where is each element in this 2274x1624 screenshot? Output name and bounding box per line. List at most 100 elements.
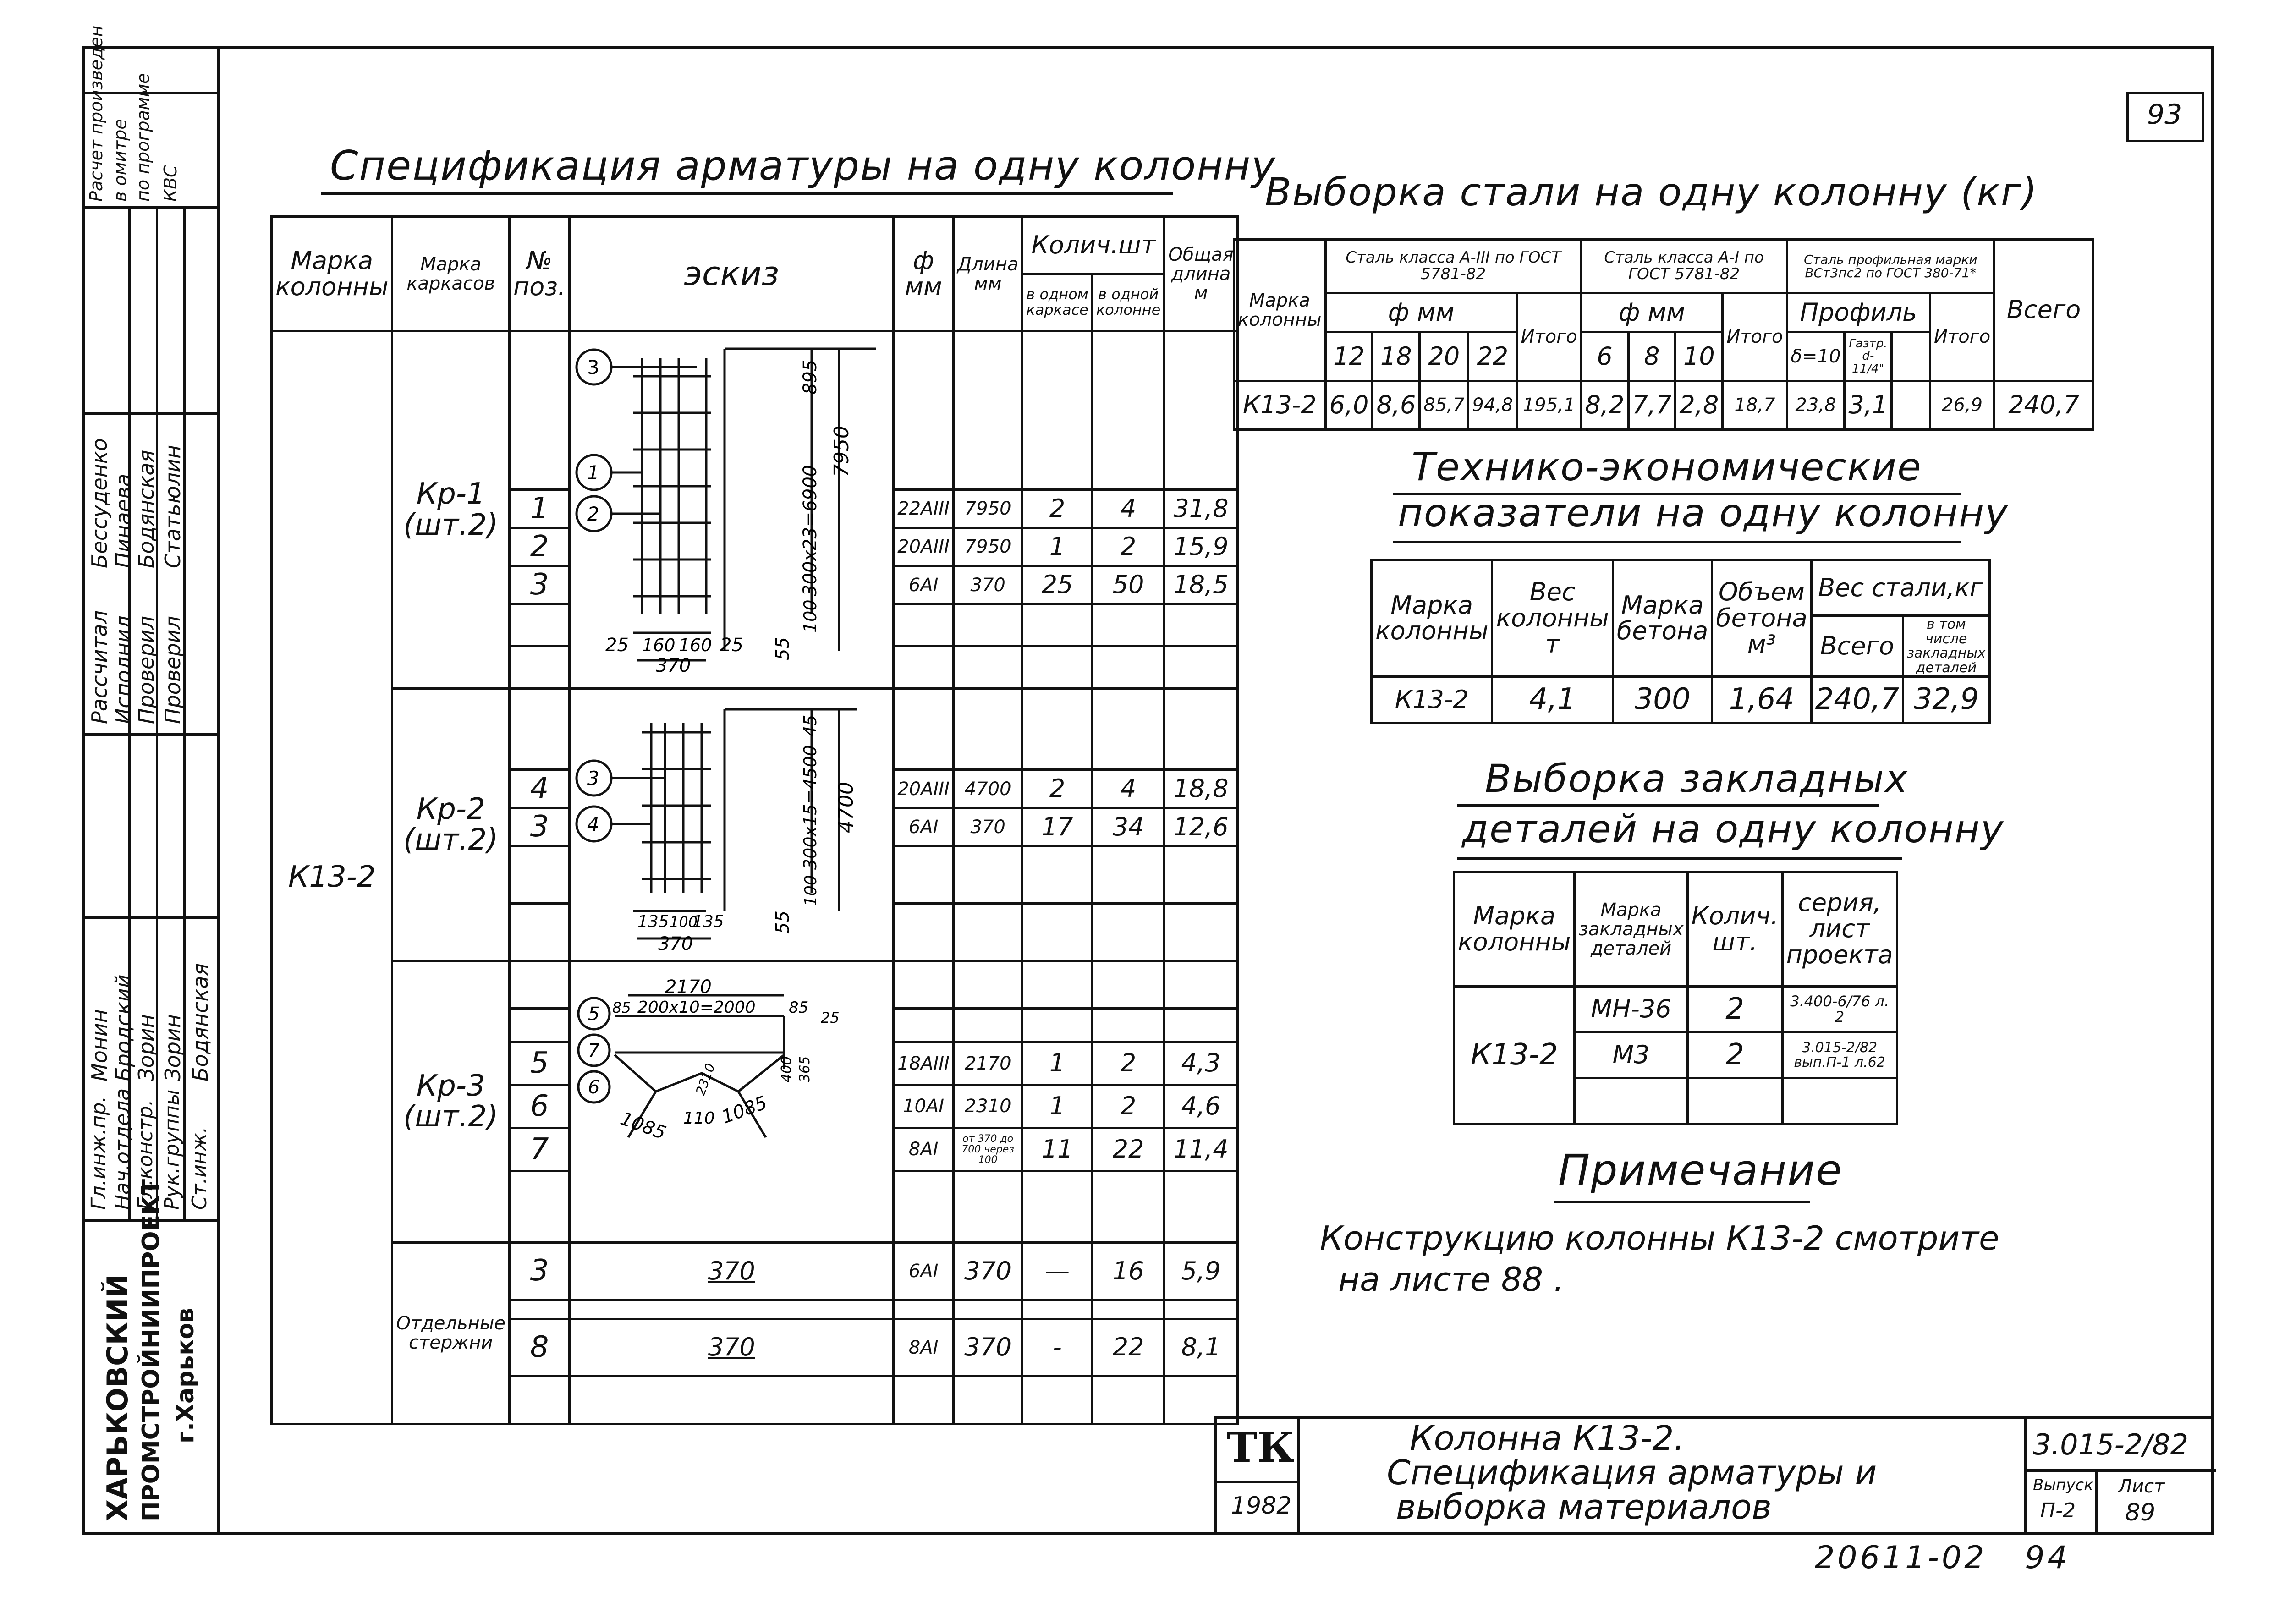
emb-h-mark: Марка колонны: [1452, 871, 1576, 988]
s3-h2: 365: [797, 1056, 813, 1082]
drawing-frame: [82, 46, 2214, 1535]
spec-h-colmark: Марка колонны: [270, 215, 394, 333]
s1-bot: 100: [800, 599, 820, 633]
role2-3: Проверил: [134, 616, 159, 724]
spec-len-2: 7950: [952, 527, 1024, 567]
spec-h-total: Общая длина м: [1163, 215, 1239, 333]
emb-mark-1: МН-36: [1573, 985, 1689, 1033]
spec-frame-kr1: Кр-1 (шт.2): [391, 330, 511, 690]
steel-v-1: 6,0: [1324, 379, 1374, 431]
tech-v-concrete: 300: [1611, 675, 1714, 724]
callout-3b-num: 3: [587, 767, 599, 790]
callout-7: [577, 1033, 611, 1067]
s3-top: 2170: [665, 977, 712, 998]
steel-h-d-12: 12: [1324, 331, 1374, 382]
spec-tot-7: 4,6: [1163, 1084, 1239, 1129]
tech-underline-2: [1393, 541, 1961, 543]
sidebar-title-block: ХАРЬКОВСКИЙ ПРОМСТРОЙНИИПРОЕКТ г.Харьков…: [82, 25, 220, 1535]
frame-kr2-label: Кр-2: [416, 792, 485, 826]
spec-tot-8: 11,4: [1163, 1126, 1239, 1172]
spec-sketch-kr1: 895 300x23=6900 7950 100 55 25 160 160 2…: [568, 330, 895, 690]
spec-tot-6: 4,3: [1163, 1041, 1239, 1086]
steel-v-5: 195,1: [1516, 379, 1582, 431]
emb-h-qty: Колич. шт.: [1686, 871, 1784, 988]
spec-qc-1: 4: [1091, 488, 1166, 529]
corner-sheet-number: 93: [2147, 99, 2182, 131]
spec-h-len: Длина мм: [952, 215, 1024, 333]
s1-e: 55: [772, 637, 793, 660]
steel-h-d3-total: Итого: [1928, 292, 1996, 382]
emb-qty-2: 2: [1686, 1031, 1784, 1079]
tech-title-1: Технико-экономические: [1412, 444, 1922, 489]
stamp-title-2: Спецификация арматуры и: [1387, 1453, 1877, 1492]
steel-h-d2-total: Итого: [1721, 292, 1788, 382]
callout-1: [575, 454, 613, 491]
emb-underline-1: [1457, 804, 1879, 807]
emb-ref-2: 3.015-2/82 вып.П-1 л.62: [1781, 1031, 1898, 1079]
callout-2: [575, 495, 613, 532]
s1-dim1: 300x23=6900: [800, 465, 821, 596]
sketch-kr2-svg: 45 300x15=4500 4700 100 55 135 100 135 3…: [575, 708, 858, 955]
callout-5-num: 5: [588, 1004, 599, 1025]
s2-b: 100: [670, 913, 698, 931]
s1-d: 25: [720, 635, 743, 656]
spec-sketch-kr3: 2170 200x10=2000 85 85 25 400 365 2310 1…: [568, 960, 895, 1244]
role-3: Гл.констр.: [134, 1099, 157, 1210]
top-note-4: КВС: [160, 165, 181, 202]
emb-title-1: Выборка закладных: [1485, 756, 1909, 801]
spec-qf-3: 25: [1021, 565, 1093, 605]
steel-h-d-22: 22: [1467, 331, 1518, 382]
footer-code: 20611-02 94: [1815, 1540, 2070, 1576]
top-note-1: Расчет произведен: [86, 25, 106, 202]
sketch-kr3-svg: 2170 200x10=2000 85 85 25 400 365 2310 1…: [577, 977, 840, 1144]
spec-qc-3: 50: [1091, 565, 1166, 605]
emb-underline-2: [1457, 857, 1902, 860]
name-5: Бодянская: [188, 963, 213, 1081]
tech-h-volume: Объем бетона м³: [1711, 559, 1813, 678]
callout-6-num: 6: [588, 1077, 599, 1098]
stamp-code: 3.015-2/82: [2033, 1428, 2189, 1461]
steel-h-p-3: [1890, 331, 1931, 382]
s3-x: 25: [821, 1009, 840, 1026]
tech-h-emb: в том числе закладных деталей: [1901, 614, 1991, 678]
spec-h-dia: ф мм: [892, 215, 955, 333]
spec-qf-8: 11: [1021, 1126, 1093, 1172]
top-note-2: в омитре: [110, 119, 130, 202]
spec-qf-10: -: [1021, 1317, 1093, 1377]
role-2: Нач.отдела: [111, 1088, 134, 1210]
spec-pos-8: 7: [508, 1126, 571, 1172]
spec-dia-3: 6АI: [892, 565, 955, 605]
emb-h-part: Марка закладных деталей: [1573, 871, 1689, 988]
callout-6: [577, 1070, 611, 1104]
stamp-list-label: Лист: [2118, 1476, 2165, 1497]
role2-4: Проверил: [160, 616, 185, 724]
tech-v-volume: 1,64: [1711, 675, 1813, 724]
steel-v-11: 3,1: [1843, 379, 1893, 431]
spec-pos-4: 4: [508, 768, 571, 809]
stamp-vyp-label: Выпуск: [2033, 1476, 2093, 1494]
emb-table: Марка колонны Марка закладных деталей Ко…: [1452, 871, 1898, 1125]
tech-h-mark: Марка колонны: [1370, 559, 1494, 678]
name-1: Монин: [87, 1009, 112, 1081]
spec-len-9: 370: [952, 1241, 1024, 1301]
spec-qf-9: —: [1021, 1241, 1093, 1301]
spec-tot-4: 18,8: [1163, 768, 1239, 809]
spec-pos-6: 5: [508, 1041, 571, 1086]
sketch-kr1-svg: 895 300x23=6900 7950 100 55 25 160 160 2…: [575, 347, 876, 676]
note-underline: [1554, 1201, 1810, 1203]
note-title: Примечание: [1558, 1146, 1843, 1195]
steel-h-p-2: Газтр. d-11/4": [1843, 331, 1893, 382]
spec-column-mark: К13-2: [270, 330, 394, 1425]
stamp-tk-cell: ТК 1982: [1217, 1419, 1300, 1535]
steel-v-0: К13-2: [1233, 379, 1327, 431]
s1-a: 25: [605, 635, 629, 656]
s1-c: 160: [679, 635, 712, 655]
stamp-title-3: выборка материалов: [1396, 1487, 1772, 1527]
spec-h-qty-col: в одной колонне: [1091, 273, 1166, 333]
spec-pos-9: 3: [508, 1241, 571, 1301]
spec-tot-10: 8,1: [1163, 1317, 1239, 1377]
spec-pos-2: 2: [508, 527, 571, 567]
emb-qty-1: 2: [1686, 985, 1784, 1033]
callout-5: [577, 997, 611, 1031]
steel-v-8: 2,8: [1674, 379, 1724, 431]
